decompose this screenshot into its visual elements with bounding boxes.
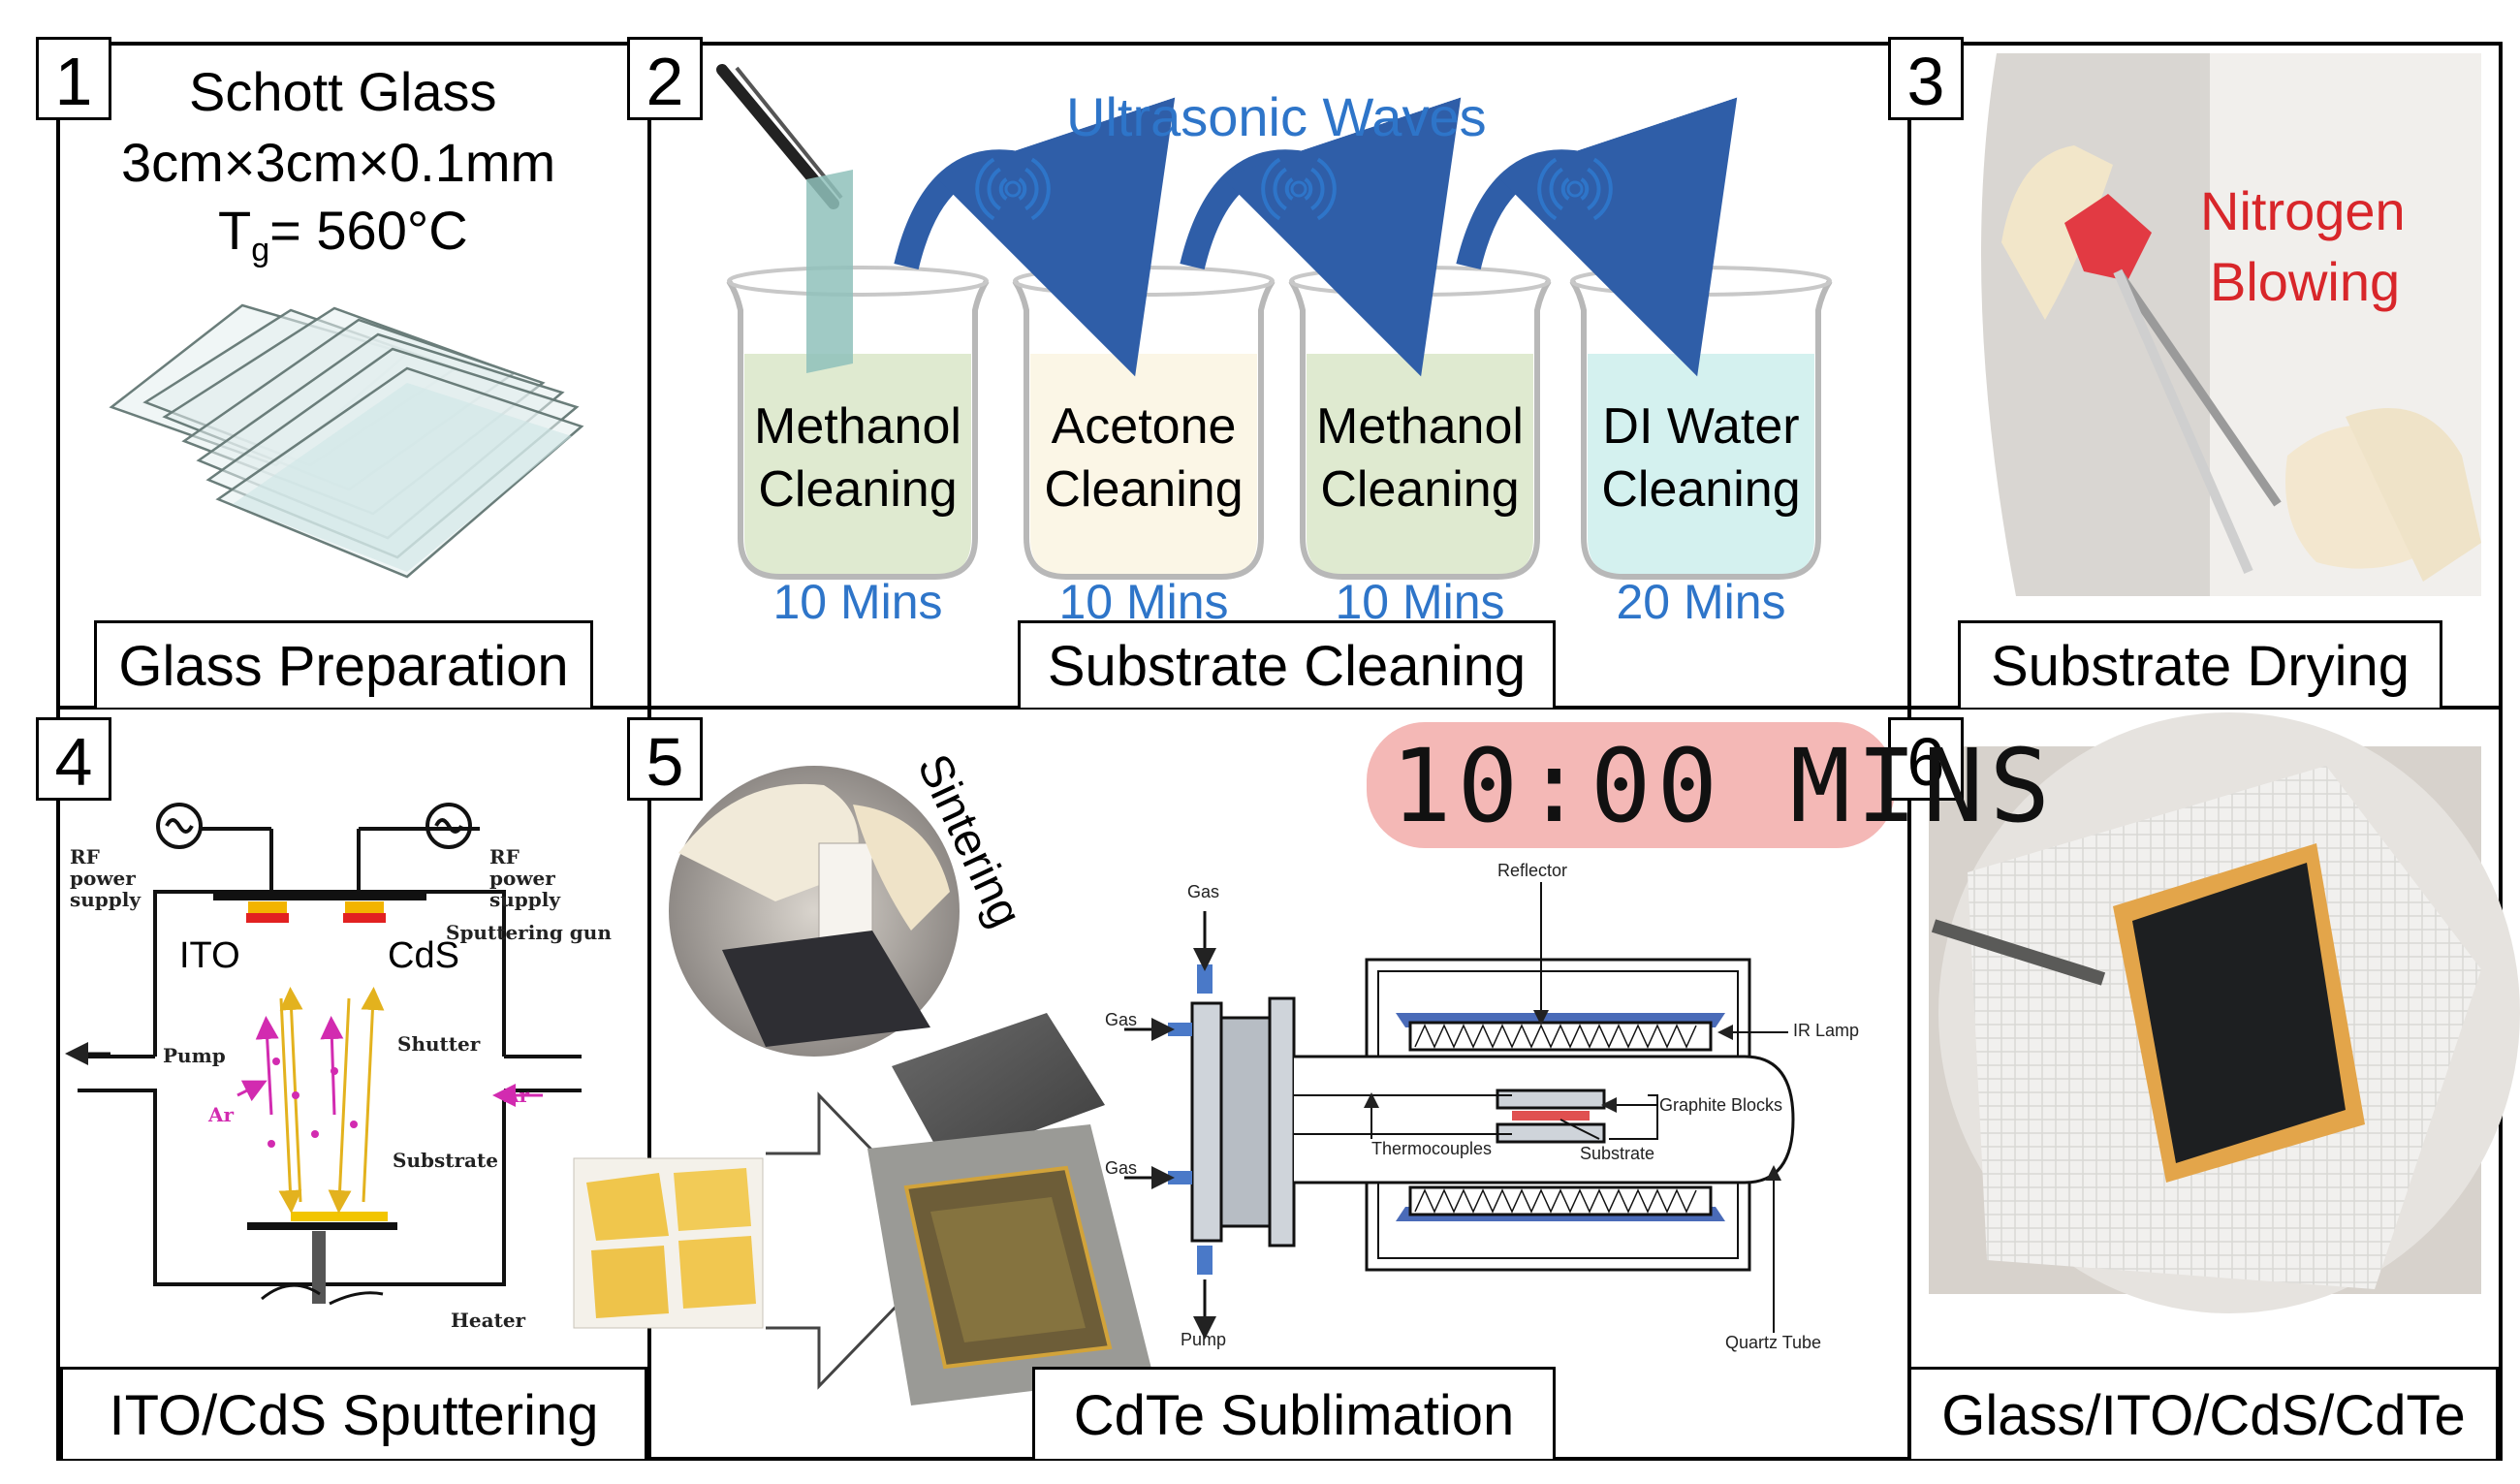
- beaker-3-duration: 10 Mins: [1335, 575, 1505, 629]
- argon-left-label: Ar: [208, 1103, 235, 1126]
- tweezers-icon: [716, 64, 853, 373]
- pump-label: Pump: [163, 1044, 226, 1067]
- panel-number-1: 1: [36, 37, 111, 120]
- panel-number-5: 5: [627, 717, 703, 801]
- sintering-photo: [669, 766, 960, 1057]
- glass-tg: Tg= 560°C: [218, 200, 468, 269]
- sputtering-chamber: [65, 803, 582, 1306]
- furnace-schematic: [1124, 882, 1795, 1340]
- beaker-4-step: Cleaning: [1601, 461, 1801, 518]
- rf-supply-left-label: RF power supply: [70, 845, 141, 911]
- beaker-4-duration: 20 Mins: [1616, 575, 1786, 629]
- cds-samples-photo: [573, 1157, 764, 1329]
- caption-glass-preparation: Glass Preparation: [94, 620, 593, 708]
- ito-target-label: ITO: [179, 935, 240, 976]
- shutter-label: Shutter: [397, 1032, 481, 1056]
- caption-final-stack: Glass/ITO/CdS/CdTe: [1911, 1367, 2499, 1459]
- caption-substrate-drying: Substrate Drying: [1958, 620, 2442, 708]
- ultrasound-icon: [1261, 157, 1337, 221]
- gas-mid-label: Gas: [1105, 1010, 1138, 1029]
- process-arrow: [756, 1115, 795, 1158]
- gas-top-label: Gas: [1187, 882, 1220, 901]
- substrate-label-sputter: Substrate: [393, 1149, 498, 1172]
- caption-ito-cds-sputtering: ITO/CdS Sputtering: [60, 1367, 647, 1459]
- beaker-1-duration: 10 Mins: [772, 575, 943, 629]
- reflector-label: Reflector: [1497, 861, 1568, 880]
- transfer-arrow-3: [1456, 97, 1738, 377]
- beaker-3-solvent: Methanol: [1316, 398, 1524, 455]
- ultrasonic-arrows: [894, 97, 1738, 377]
- ultrasound-icon: [975, 157, 1051, 221]
- final-device-photo: [1929, 712, 2520, 1313]
- pump-outlet-label: Pump: [1181, 1330, 1227, 1349]
- transfer-arrow-2: [1180, 97, 1462, 377]
- beaker-2-solvent: Acetone: [1051, 398, 1237, 455]
- glass-size: 3cm×3cm×0.1mm: [121, 132, 556, 193]
- beaker-4-solvent: DI Water: [1602, 398, 1800, 455]
- timer-display: 10:00 MINS: [1391, 727, 2057, 845]
- timer-background: [1367, 722, 1895, 848]
- panel-number-6: 6: [1888, 717, 1964, 801]
- sample-holder-photo: [867, 1124, 1153, 1405]
- caption-substrate-cleaning: Substrate Cleaning: [1018, 620, 1556, 708]
- panel-number-2: 2: [627, 37, 703, 120]
- panel-number-3: 3: [1888, 37, 1964, 120]
- thermocouples-label: Thermocouples: [1371, 1139, 1493, 1158]
- cds-target-label: CdS: [388, 935, 459, 976]
- beaker-2-step: Cleaning: [1044, 461, 1244, 518]
- beaker-1-solvent: Methanol: [754, 398, 961, 455]
- gas-low-label: Gas: [1105, 1158, 1138, 1178]
- panel-number-4: 4: [36, 717, 111, 801]
- drying-photo: [1929, 53, 2481, 596]
- blowing-label: Blowing: [2210, 251, 2401, 312]
- rf-supply-right-label: RF power supply: [489, 845, 560, 911]
- heater-label: Heater: [451, 1309, 526, 1332]
- caption-cdte-sublimation: CdTe Sublimation: [1032, 1367, 1556, 1459]
- glass-stack-image: [92, 291, 596, 596]
- argon-right-label: Ar: [504, 1084, 530, 1107]
- sputtering-gun-label: Sputtering gun: [446, 921, 612, 944]
- beaker-1-step: Cleaning: [758, 461, 958, 518]
- transfer-arrow-1: [894, 97, 1176, 377]
- ultrasonic-waves-label: Ultrasonic Waves: [1066, 86, 1487, 147]
- graphite-blocks-label: Graphite Blocks: [1659, 1095, 1783, 1115]
- quartz-tube-label: Quartz Tube: [1725, 1333, 1822, 1352]
- beaker-3-step: Cleaning: [1320, 461, 1520, 518]
- beaker-2-duration: 10 Mins: [1058, 575, 1229, 629]
- panel-grid: [56, 42, 2503, 1461]
- sputtering-targets: [236, 901, 543, 1221]
- substrate-label-furnace: Substrate: [1580, 1144, 1655, 1163]
- graphite-plate-image: [892, 1013, 1105, 1163]
- nitrogen-label: Nitrogen: [2200, 180, 2406, 241]
- glass-name: Schott Glass: [189, 61, 497, 122]
- ultrasound-icon: [1537, 157, 1613, 221]
- ir-lamp-label: IR Lamp: [1793, 1021, 1860, 1040]
